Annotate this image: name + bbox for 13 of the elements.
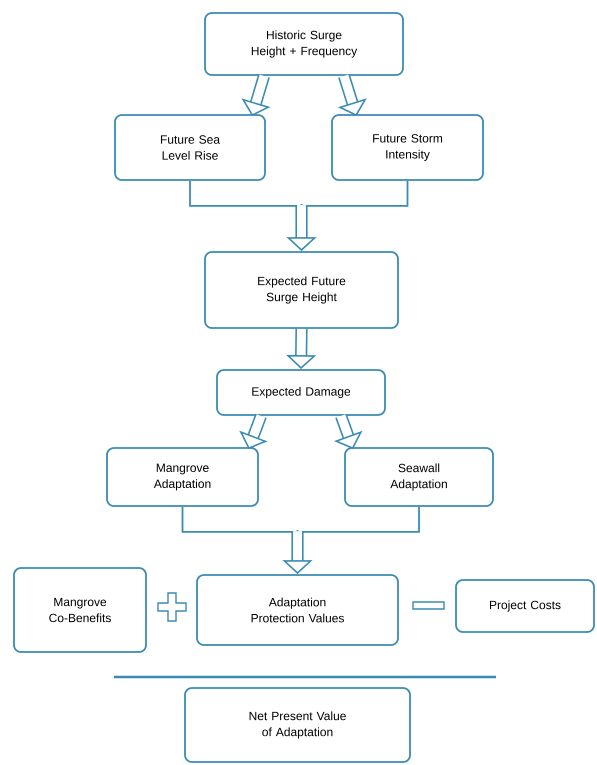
process-box: Project Costs: [455, 579, 595, 633]
connector-line: [300, 180, 408, 207]
process-box: Historic Surge Height + Frequency: [204, 12, 404, 76]
process-box: Adaptation Protection Values: [196, 574, 399, 646]
process-box: Future Sea Level Rise: [114, 114, 266, 181]
connector-line: [296, 506, 420, 533]
process-box: Expected Future Surge Height: [204, 251, 399, 329]
process-box: Net Present Value of Adaptation: [184, 687, 411, 763]
process-box: Mangrove Co-Benefits: [13, 567, 147, 653]
process-box: Future Storm Intensity: [331, 114, 484, 181]
process-box: Seawall Adaptation: [344, 447, 494, 507]
process-box: Expected Damage: [216, 369, 386, 416]
process-box: Mangrove Adaptation: [106, 447, 259, 507]
